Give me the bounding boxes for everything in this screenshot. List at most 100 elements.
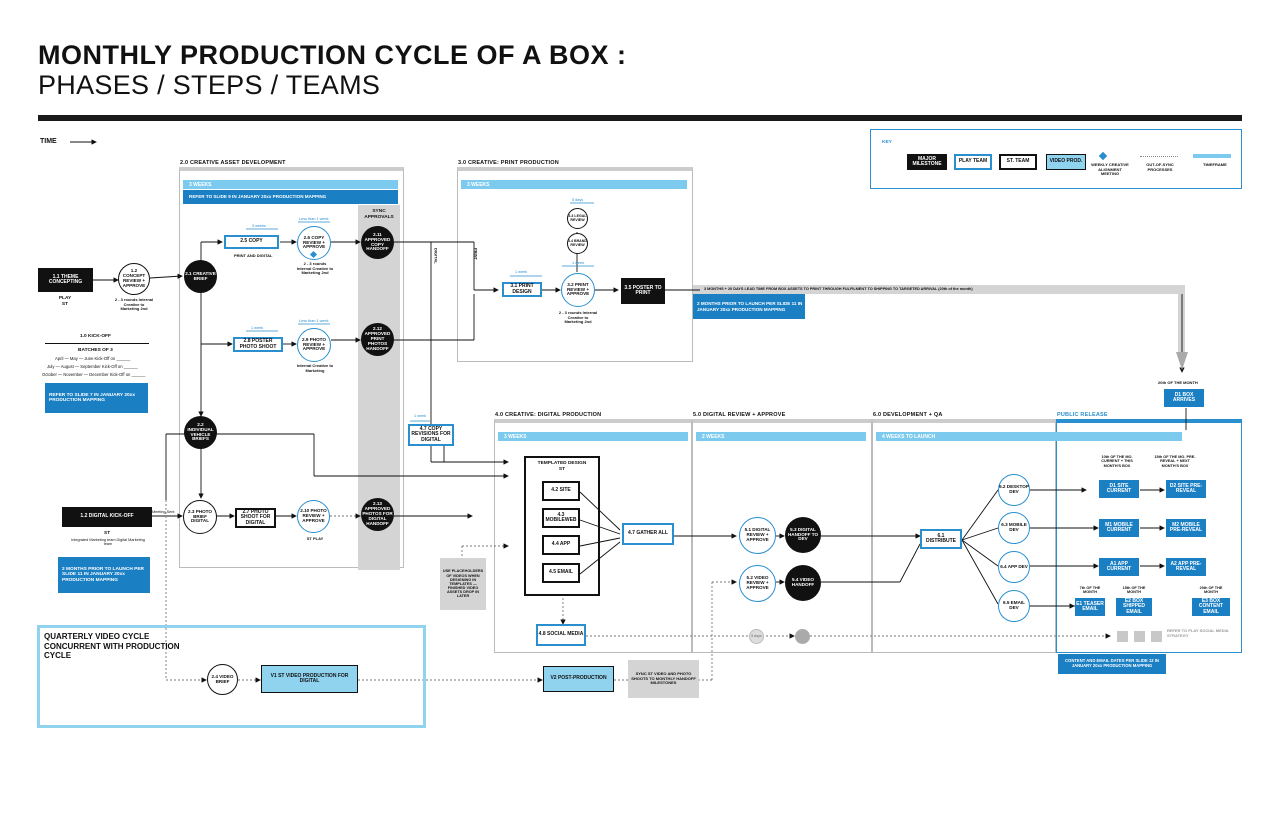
key-st-team: ST. TEAM [999,154,1037,170]
e2-box-shipped-email[interactable]: E2 BOX SHIPPED EMAIL [1116,598,1152,616]
social-ghost-milestone [795,629,810,644]
photo-review-step[interactable]: 2.9 PHOTO REVIEW + APPROVE [297,328,331,362]
digital-review-step[interactable]: 5.1 DIGITAL REVIEW + APPROVE [739,517,776,554]
poster-to-print-milestone[interactable]: 3.5 POSTER TO PRINT [621,278,665,304]
phase-creative-digital: 4.0 CREATIVE: DIGITAL PRODUCTION [495,412,602,418]
site-step[interactable]: 4.2 SITE [542,481,580,501]
copy-revisions-step[interactable]: 4.7 COPY REVISIONS FOR DIGITAL [408,424,454,446]
gather-all-step[interactable]: 4.7 GATHER ALL [622,523,674,545]
digital-kickoff-milestone[interactable]: 1.2 DIGITAL KICK-OFF [62,507,152,527]
copy-step[interactable]: 2.5 COPY [224,235,279,249]
bar-print-weeks: 3 WEEKS [461,180,687,189]
weeks-label-copy: 3 weeks [252,224,266,228]
weeks-label-poster: 1 week [251,326,264,330]
kickoff-refer: REFER TO SLIDE 7 IN JANUARY 20xx PRODUCT… [45,383,148,413]
photo-shoot-digital-step[interactable]: 2.7 PHOTO SHOOT FOR DIGITAL [235,508,276,528]
panel-creative-asset [179,167,404,568]
distribute-step[interactable]: 6.1 DISTRIBUTE [920,529,962,549]
desktop-dev-step[interactable]: 6.2 DESKTOP DEV [998,474,1030,506]
social-media-step[interactable]: 4.8 SOCIAL MEDIA [536,624,586,646]
prereveal-note: 15th OF THE MO. PRE-REVEAL + NEXT MONTH'… [1154,455,1196,468]
kickoff-line2: July — August — September Kick-Off on __… [47,364,138,369]
d1-site-current[interactable]: D1 SITE CURRENT [1099,480,1139,498]
v1-video-production[interactable]: V1 ST VIDEO PRODUCTION FOR DIGITAL [261,665,358,693]
timeframe-bar-icon [1193,154,1231,158]
digital-kickoff-note: Integrated Marketing team Digital Market… [71,538,145,547]
print-review-step[interactable]: 3.2 PRINT REVIEW + APPROVE [561,273,595,307]
theme-team: PLAY ST [58,296,72,307]
photo-brief-step[interactable]: 2.3 PHOTO BRIEF DIGITAL [183,500,217,534]
approved-digital-milestone[interactable]: 2.13 APPROVED PHOTOS FOR DIGITAL HANDOFF [361,498,394,531]
digital-kickoff-team: ST [104,531,111,536]
template-design-label: TEMPLATED DESIGN ST [537,461,587,472]
bar-launch-weeks: 4 WEEKS TO LAUNCH [876,432,1182,441]
phase-creative-asset: 2.0 CREATIVE ASSET DEVELOPMENT [180,160,286,166]
mobile-dev-step[interactable]: 6.3 MOBILE DEV [998,512,1030,544]
phase-public-release: PUBLIC RELEASE [1057,412,1108,418]
e1-teaser-email[interactable]: E1 TEASER EMAIL [1075,598,1105,616]
months-prior-print-note: 2 MONTHS PRIOR TO LAUNCH PER SLIDE 11 IN… [693,294,805,319]
photo-review-digital-team: ST PLAY [306,536,324,541]
kickoff-batches: BATCHES OF 3 [78,348,113,353]
print-review-note: 2 - 3 rounds Internal Creative to Market… [558,310,598,325]
key-video-prod: VIDEO PROD. [1046,154,1086,170]
key-label: KEY [882,140,892,145]
current-note: 10th OF THE MO. CURRENT + THIS MONTH'S B… [1101,455,1133,468]
bar-digital-weeks: 3 WEEKS [498,432,688,441]
photo-review-digital-step[interactable]: 2.10 PHOTO REVIEW + APPROVE [297,500,330,533]
print-vertical-label: PRINT [473,248,479,260]
individual-vehicle-briefs-milestone[interactable]: 2.2 INDIVIDUAL VEHICLE BRIEFS [184,416,217,449]
video-review-step[interactable]: 5.2 VIDEO REVIEW + APPROVE [739,565,776,602]
poster-shoot-step[interactable]: 2.8 POSTER PHOTO SHOOT [233,337,283,352]
copy-note: PRINT AND DIGITAL [234,253,273,258]
social-square-2 [1134,631,1145,642]
page-title: MONTHLY PRODUCTION CYCLE OF A BOX : [38,40,627,70]
v2-post-production[interactable]: V2 POST-PRODUCTION [543,666,614,692]
print-design-step[interactable]: 3.1 PRINT DESIGN [502,282,542,297]
key-major-milestone: MAJOR MILESTONE [907,154,947,170]
photo-review-note: Internal Creative to Marketing [296,363,334,373]
key-timeframe: TIMEFRAME [1203,162,1227,167]
kickoff-rule [45,343,149,344]
kickoff-title: 1.0 KICK-OFF [80,334,111,339]
d2-site-prereveal[interactable]: D2 SITE PRE-REVEAL [1166,480,1206,498]
kickoff-line3: October — November — December Kick-Off o… [42,372,146,377]
box-arrives-milestone[interactable]: D1 BOX ARRIVES [1164,389,1204,407]
phase-dev-qa: 6.0 DEVELOPMENT + QA [873,412,943,418]
title-rule [38,115,1242,121]
bar-asset-ref: REFER TO SLIDE 9 IN JANUARY 20xx PRODUCT… [183,190,398,204]
brand-review-step[interactable]: 3.4 BRAND REVIEW [567,233,588,254]
panel-creative-print [457,167,693,362]
legal-review-step[interactable]: 3.3 LEGAL REVIEW [567,208,588,229]
app-dev-step[interactable]: 6.4 APP DEV [998,551,1030,583]
social-ghost-step: 5 days [749,629,764,644]
e3-box-content-email[interactable]: E3 BOX CONTENT EMAIL [1192,598,1230,616]
video-handoff-milestone[interactable]: 5.4 VIDEO HANDOFF [785,565,821,601]
meeting-sent-label: Meeting Sent [152,510,175,514]
kickoff-line1: April — May — June Kick-Off on ______ [55,356,131,361]
m2-mobile-prereveal[interactable]: M2 MOBILE PRE-REVEAL [1166,519,1206,537]
app-step[interactable]: 4.4 APP [542,535,580,555]
social-square-3 [1151,631,1162,642]
lead-time-drop [1178,292,1185,352]
template-design-group [524,456,600,596]
a1-app-current[interactable]: A1 APP CURRENT [1099,558,1139,576]
panel-public-release [1056,419,1242,653]
email-dev-step[interactable]: 6.5 EMAIL DEV [998,590,1030,622]
box-arrives-date: 20th OF THE MONTH [1158,380,1198,385]
video-brief-step[interactable]: 2.4 VIDEO BRIEF [207,664,238,695]
approved-print-milestone[interactable]: 2.12 APPROVED PRINT PHOTOS HANDOFF [361,323,394,356]
mobileweb-step[interactable]: 4.3 MOBILEWEB [542,508,580,528]
a2-app-prereveal[interactable]: A2 APP PRE-REVEAL [1166,558,1206,576]
digital-handoff-milestone[interactable]: 5.3 DIGITAL HANDOFF TO DEV [785,517,821,553]
theme-concepting-milestone[interactable]: 1.1 THEME CONCEPTING [38,268,93,292]
dotted-line-icon [1140,156,1178,157]
phase-creative-print: 3.0 CREATIVE: PRINT PRODUCTION [458,160,559,166]
creative-brief-milestone[interactable]: 2.1 CREATIVE BRIEF [184,260,217,293]
legend-key [870,129,1242,189]
email-step[interactable]: 4.5 EMAIL [542,563,580,583]
concept-review-step[interactable]: 1.2 CONCEPT REVIEW + APPROVE [118,263,150,295]
approved-copy-milestone[interactable]: 2.11 APPROVED COPY HANDOFF [361,226,394,259]
m1-mobile-current[interactable]: M1 MOBILE CURRENT [1099,519,1139,537]
